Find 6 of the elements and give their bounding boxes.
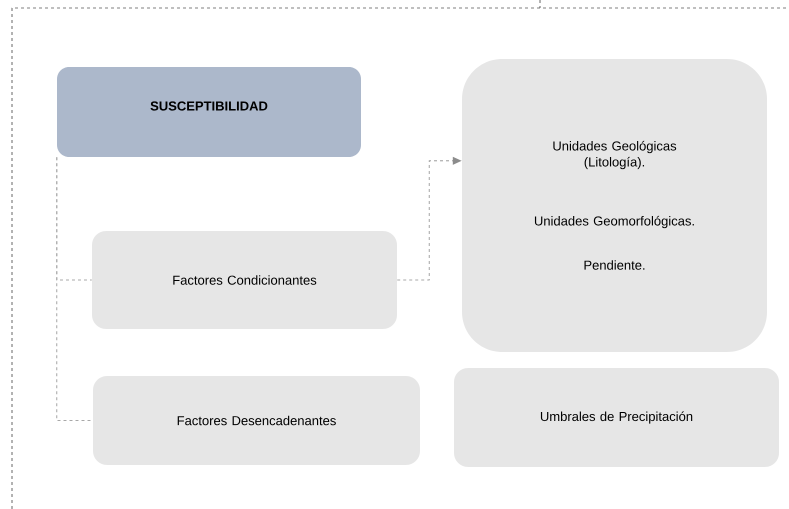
connector xyxy=(56,156,94,421)
process-box: Factores Desencadenantes xyxy=(93,376,420,465)
process-box: Umbrales de Precipitación xyxy=(454,368,779,467)
heading-box: SUSCEPTIBILIDAD xyxy=(57,67,361,157)
list-box: Unidades Geológicas (Litología). Unidades Geomorfológicas. Pendiente. xyxy=(462,59,767,352)
process-box: Factores Condicionantes xyxy=(92,231,397,329)
